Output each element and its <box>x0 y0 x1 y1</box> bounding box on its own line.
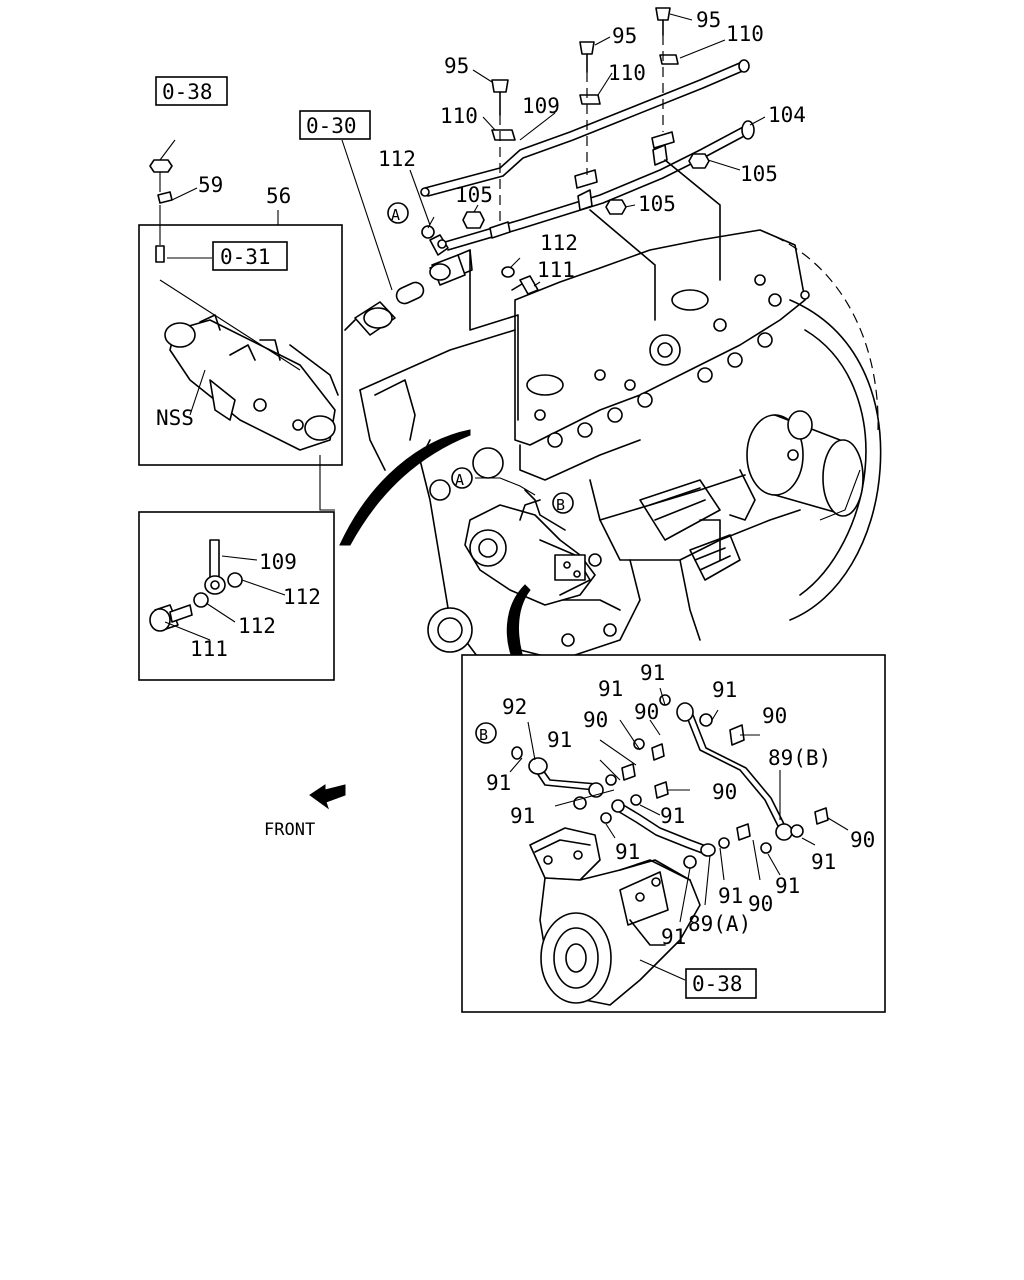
label-91: 91 <box>598 677 623 701</box>
ref-box-0-38-bottom[interactable]: 0-38 <box>685 968 757 999</box>
label-nss: NSS <box>156 406 194 430</box>
detail-pointer-swoosh-left <box>339 429 471 546</box>
label-112: 112 <box>540 231 578 255</box>
thermostat-housing <box>164 314 339 451</box>
label-90: 90 <box>712 780 737 804</box>
label-105: 105 <box>638 192 676 216</box>
svg-text:0-38: 0-38 <box>162 80 213 104</box>
label-91: 91 <box>615 840 640 864</box>
air-compressor-on-engine <box>464 499 596 606</box>
label-89a: 89(A) <box>688 912 751 936</box>
label-110: 110 <box>608 61 646 85</box>
engine-block <box>359 229 882 661</box>
label-91: 91 <box>712 678 737 702</box>
label-56: 56 <box>266 184 291 208</box>
label-112: 112 <box>238 614 276 638</box>
svg-text:B: B <box>479 726 488 744</box>
label-front: FRONT <box>264 820 315 840</box>
label-90: 90 <box>583 708 608 732</box>
label-110: 110 <box>726 22 764 46</box>
label-91: 91 <box>775 874 800 898</box>
callout-a-engine: A <box>451 467 473 489</box>
label-112: 112 <box>283 585 321 609</box>
svg-text:A: A <box>391 206 400 224</box>
label-59: 59 <box>198 173 223 197</box>
label-91: 91 <box>486 771 511 795</box>
label-112: 112 <box>378 147 416 171</box>
compressor-detail <box>509 687 849 1006</box>
callout-a-top: A <box>387 202 409 224</box>
label-91: 91 <box>660 804 685 828</box>
svg-text:0-38: 0-38 <box>692 972 743 996</box>
oil-pipes-top <box>420 7 755 295</box>
banjo-fitting-detail <box>149 455 335 632</box>
label-92: 92 <box>502 695 527 719</box>
callout-b-detail: B <box>475 722 497 744</box>
label-89b: 89(B) <box>768 746 831 770</box>
svg-text:B: B <box>556 496 565 514</box>
label-91: 91 <box>718 884 743 908</box>
detail-box-banjo <box>138 511 335 681</box>
nut-icon <box>149 159 173 173</box>
svg-text:0-31: 0-31 <box>220 245 271 269</box>
front-arrow-icon <box>309 784 346 810</box>
water-hose-assembly <box>344 254 466 336</box>
label-105: 105 <box>455 183 493 207</box>
label-90: 90 <box>748 892 773 916</box>
ref-box-0-31[interactable]: 0-31 <box>212 241 288 271</box>
svg-text:0-30: 0-30 <box>306 114 357 138</box>
label-104: 104 <box>768 103 806 127</box>
ref-box-0-38-top[interactable]: 0-38 <box>155 76 228 106</box>
callout-b-engine: B <box>552 492 574 514</box>
label-90: 90 <box>762 704 787 728</box>
svg-text:A: A <box>455 471 464 489</box>
label-90: 90 <box>850 828 875 852</box>
label-91: 91 <box>811 850 836 874</box>
label-109: 109 <box>522 94 560 118</box>
label-105: 105 <box>740 162 778 186</box>
label-95: 95 <box>696 8 721 32</box>
label-110: 110 <box>440 104 478 128</box>
part-labels: 95 95 95 110 110 110 109 104 105 105 105… <box>156 8 875 949</box>
label-91: 91 <box>510 804 535 828</box>
label-95: 95 <box>444 54 469 78</box>
label-91: 91 <box>661 925 686 949</box>
label-90: 90 <box>634 700 659 724</box>
label-91: 91 <box>640 661 665 685</box>
label-109: 109 <box>259 550 297 574</box>
label-111: 111 <box>190 637 228 661</box>
ref-box-0-30[interactable]: 0-30 <box>299 110 371 140</box>
label-111: 111 <box>537 258 575 282</box>
label-91: 91 <box>547 728 572 752</box>
label-95: 95 <box>612 24 637 48</box>
